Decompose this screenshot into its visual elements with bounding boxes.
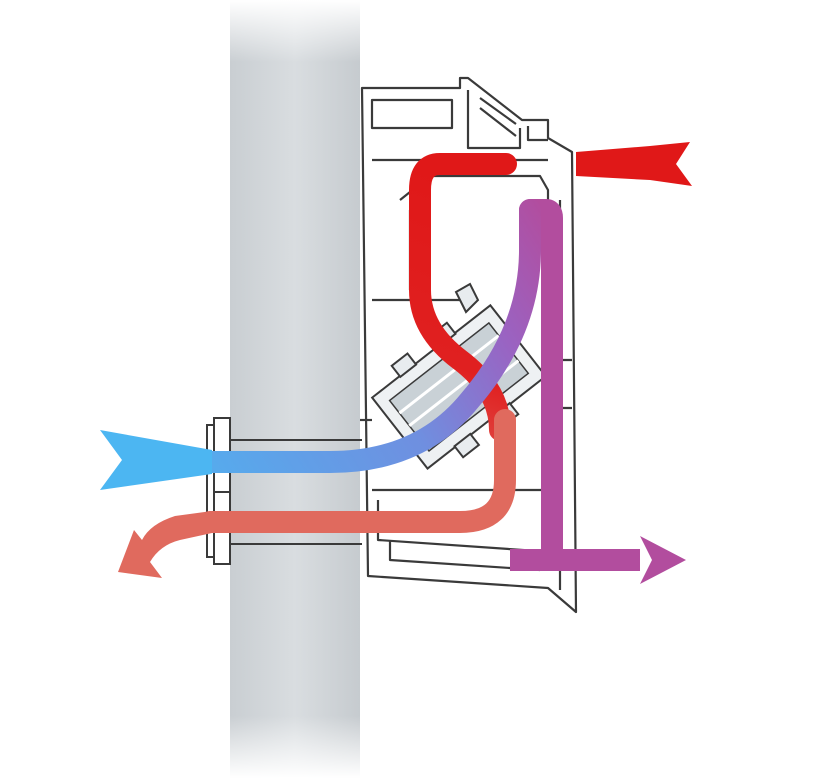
fresh-air-arrow-tail <box>100 430 212 490</box>
extract-arrow-head <box>640 536 686 584</box>
wall <box>230 0 360 778</box>
fresh-air-flow <box>100 199 541 490</box>
exhaust-air-flow <box>118 409 516 578</box>
extract-air-flow <box>510 199 686 584</box>
